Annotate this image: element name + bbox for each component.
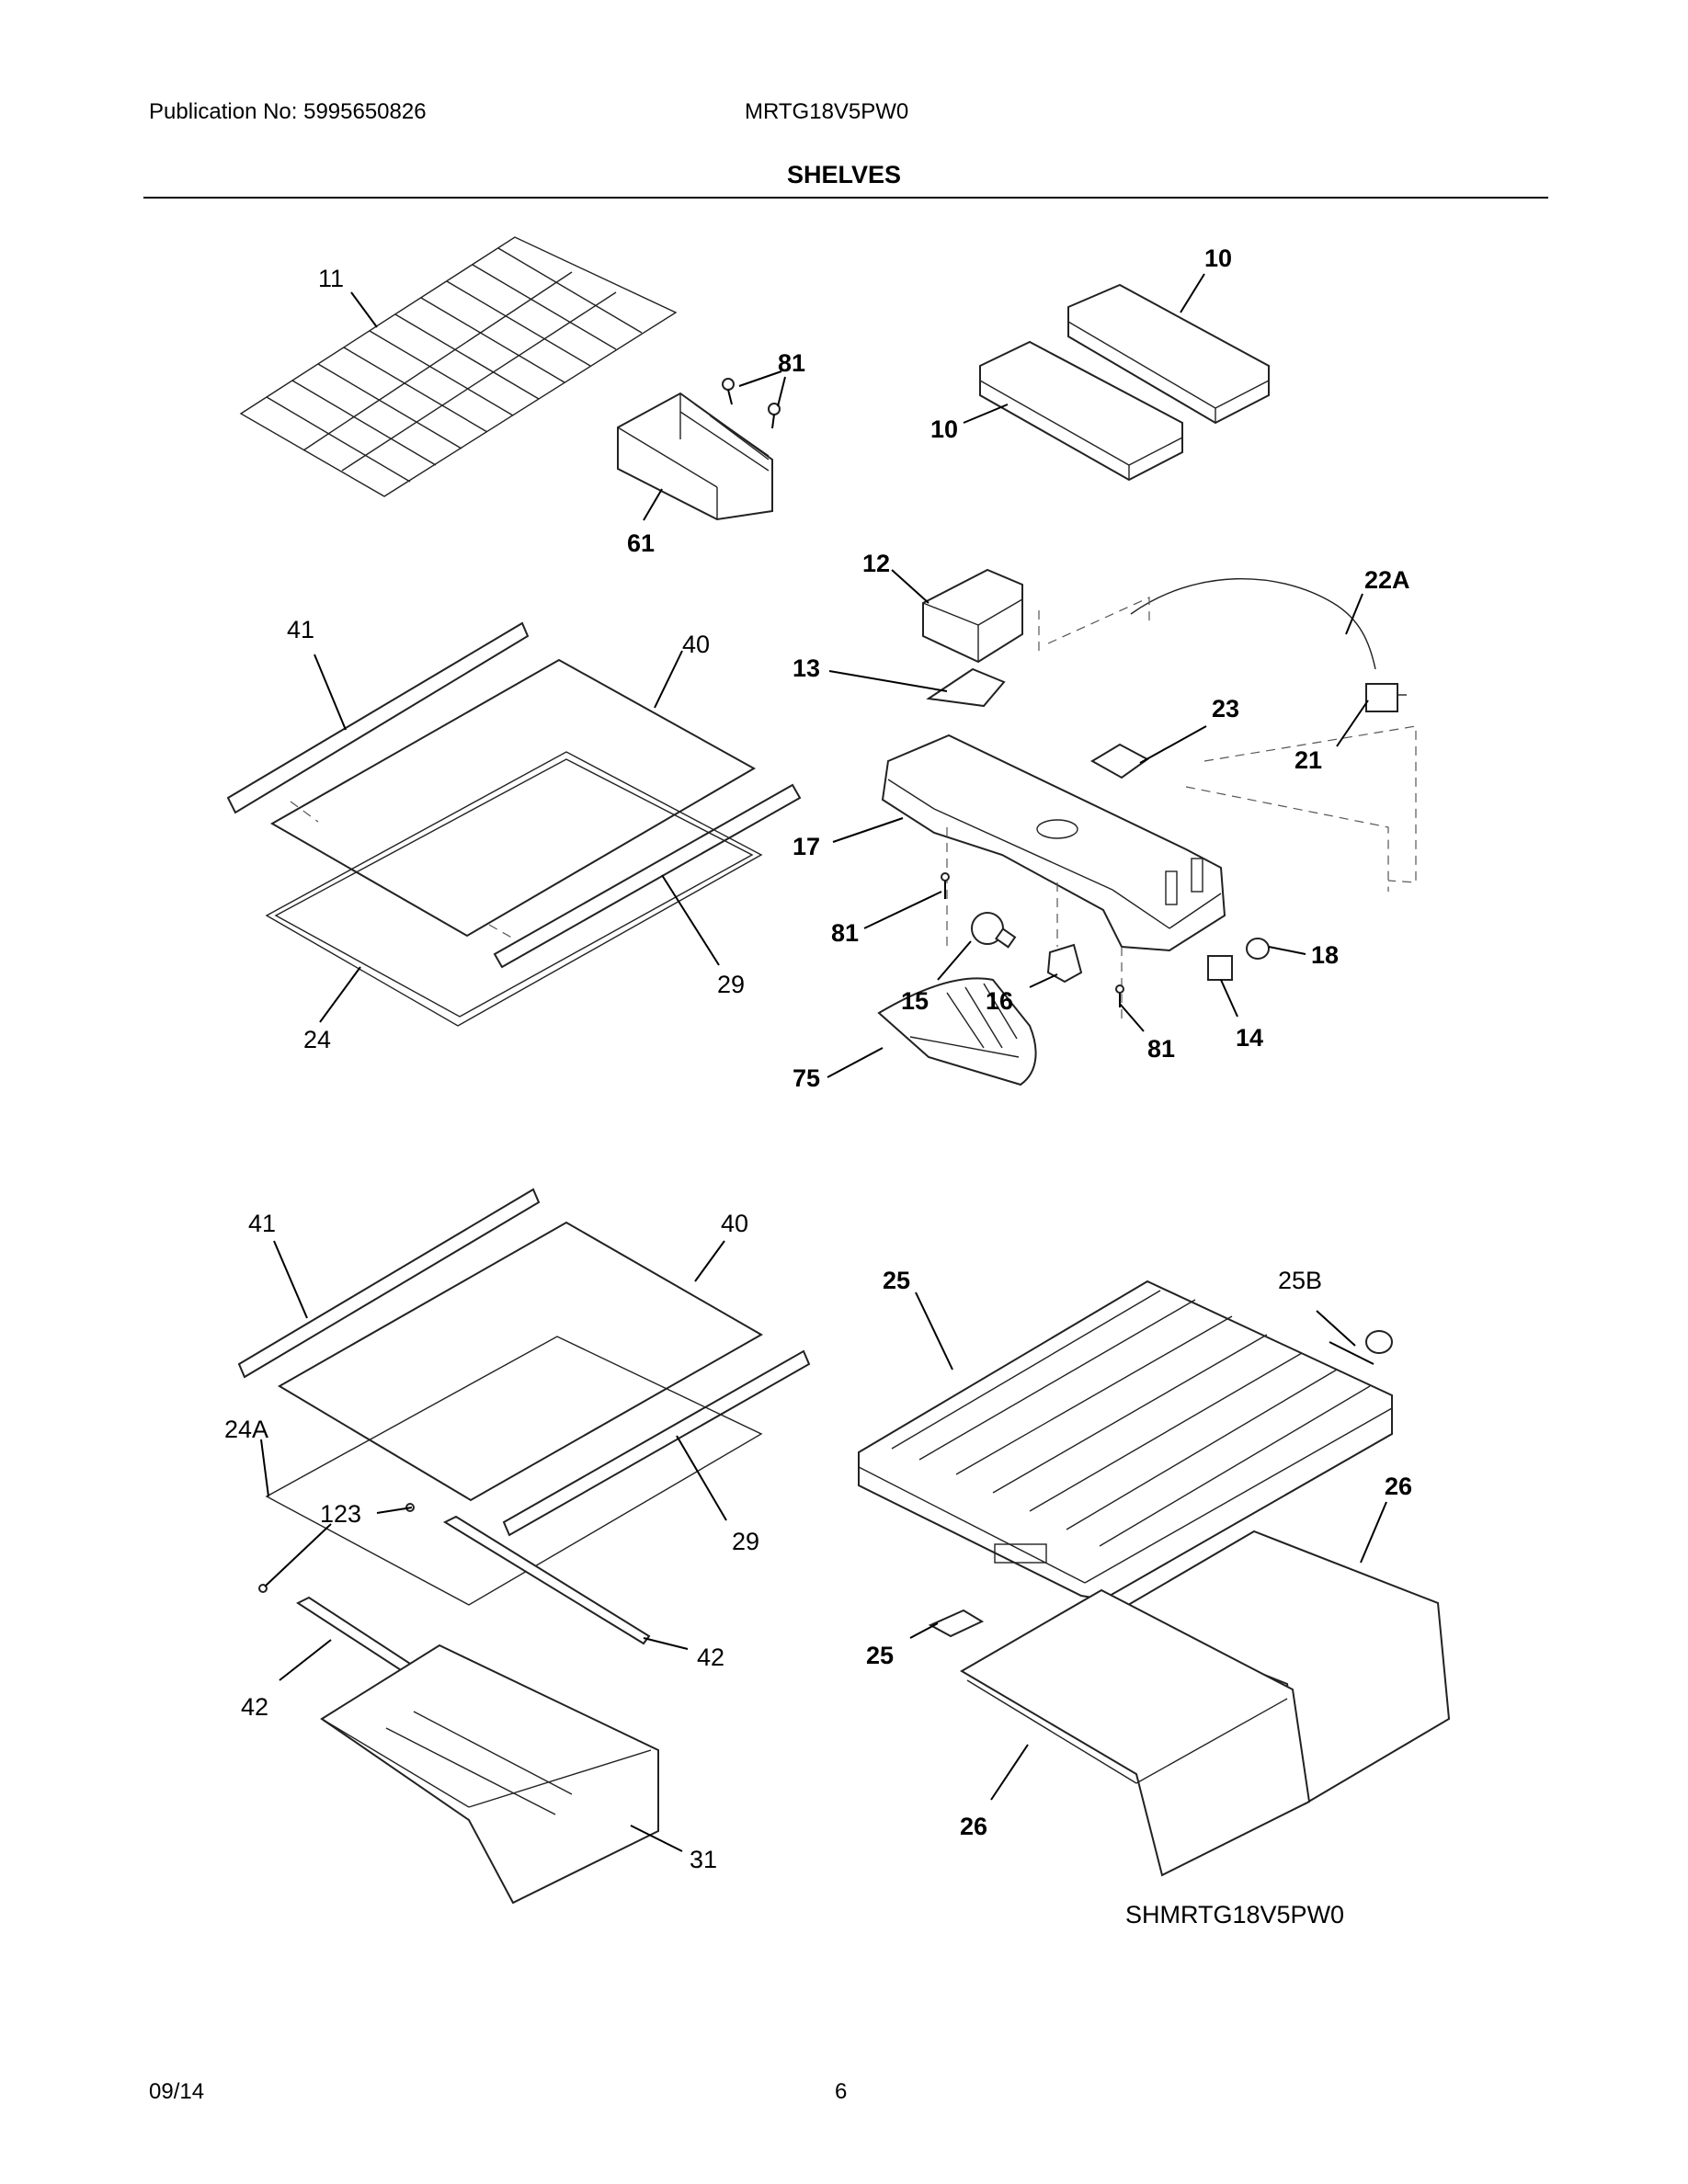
callout-42: 42 — [697, 1644, 724, 1671]
callout-61: 61 — [627, 529, 655, 557]
glass-shelf — [278, 1221, 764, 1502]
callout-29: 29 — [732, 1528, 759, 1555]
callout-31: 31 — [690, 1846, 717, 1873]
callout-21: 21 — [1295, 746, 1322, 774]
callout-23: 23 — [1212, 695, 1239, 722]
light-bulb — [971, 912, 1017, 949]
knob — [1246, 938, 1270, 960]
section-title: SHELVES — [786, 161, 902, 188]
cover-clip — [928, 1609, 985, 1638]
light-shield — [922, 568, 1023, 664]
crisper-drawer — [320, 1644, 659, 1905]
header-rule — [143, 197, 1548, 199]
model-number: MRTG18V5PW0 — [745, 99, 909, 124]
shelf-trim-front — [493, 783, 802, 969]
ice-tray — [979, 283, 1270, 482]
callout-10: 10 — [1204, 245, 1232, 272]
shelf-frame — [265, 751, 763, 1027]
crisper-cover — [858, 1280, 1393, 1601]
callout-22a: 22A — [1364, 566, 1410, 594]
lamp-socket — [1046, 943, 1083, 984]
callout-75: 75 — [793, 1064, 820, 1092]
callout-25: 25 — [883, 1267, 910, 1294]
callout-26: 26 — [1385, 1473, 1412, 1500]
callout-41: 41 — [248, 1210, 276, 1237]
callout-24a: 24A — [224, 1416, 268, 1443]
callout-81: 81 — [1147, 1035, 1175, 1063]
callout-123: 123 — [320, 1500, 361, 1528]
leader-lines — [260, 273, 1387, 1852]
callout-81: 81 — [778, 349, 805, 377]
shelf-frame — [265, 1336, 763, 1606]
callout-14: 14 — [1236, 1024, 1263, 1052]
crisper-drawer — [960, 1530, 1451, 1877]
callout-18: 18 — [1311, 941, 1339, 969]
light-lens — [877, 977, 1037, 1086]
switch-assembly — [1365, 683, 1407, 712]
callout-16: 16 — [986, 987, 1013, 1015]
alignment-line — [290, 801, 319, 823]
wire-harness — [1130, 578, 1376, 670]
callout-25: 25 — [866, 1642, 894, 1669]
image-code: SHMRTG18V5PW0 — [1125, 1901, 1344, 1928]
control-board — [1090, 743, 1149, 779]
screw — [722, 378, 781, 429]
callout-13: 13 — [793, 654, 820, 682]
callout-40: 40 — [682, 631, 710, 658]
callout-25b: 25B — [1278, 1267, 1322, 1294]
callout-10: 10 — [930, 415, 958, 443]
shelf-trim-rear — [226, 621, 530, 814]
callout-26: 26 — [960, 1813, 987, 1840]
callout-42: 42 — [241, 1693, 268, 1721]
light-switch — [1207, 955, 1233, 981]
shelf-trim-rear — [237, 1188, 541, 1379]
deflector — [926, 667, 1006, 708]
publication-date: 09/14 — [149, 2079, 205, 2104]
callout-12: 12 — [862, 550, 890, 577]
publication-number: Publication No: 5995650826 — [149, 99, 427, 124]
callout-11: 11 — [318, 265, 344, 292]
callout-41: 41 — [287, 616, 314, 643]
callout-81: 81 — [831, 919, 859, 947]
control-housing — [881, 734, 1226, 952]
callout-15: 15 — [901, 987, 929, 1015]
shelf-trim-front — [502, 1349, 811, 1537]
callout-24: 24 — [303, 1026, 331, 1053]
glass-shelf — [269, 658, 757, 938]
callout-17: 17 — [793, 833, 820, 860]
alignment-lines — [946, 597, 1417, 1020]
wire-shelf — [239, 236, 678, 497]
alignment-line — [488, 924, 516, 940]
page-number: 6 — [835, 2079, 848, 2104]
callout-40: 40 — [721, 1210, 748, 1237]
shelf-bracket — [617, 392, 773, 521]
cover-support — [1329, 1330, 1393, 1365]
callout-29: 29 — [717, 971, 745, 998]
